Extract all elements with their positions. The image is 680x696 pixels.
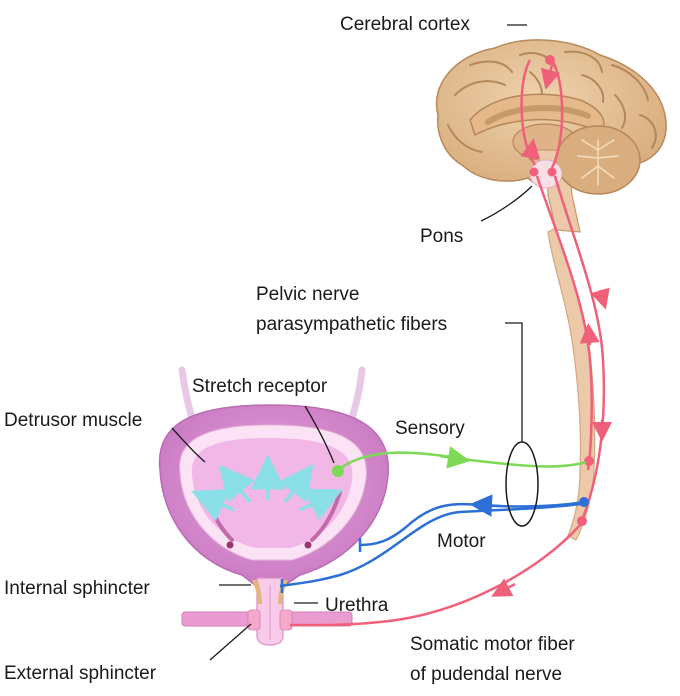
spinal-neuron-sensory bbox=[584, 456, 594, 466]
label-internal-sphincter: Internal sphincter bbox=[4, 578, 150, 599]
cortex-neuron bbox=[545, 55, 555, 65]
label-pelvic-nerve-1: Pelvic nerve bbox=[256, 284, 360, 305]
ureter-left bbox=[178, 366, 196, 422]
bladder bbox=[158, 366, 389, 586]
label-stretch-receptor: Stretch receptor bbox=[192, 376, 328, 397]
label-detrusor-muscle: Detrusor muscle bbox=[4, 410, 142, 431]
label-pons: Pons bbox=[420, 226, 463, 247]
label-motor: Motor bbox=[437, 531, 486, 552]
leader-lines bbox=[171, 24, 533, 661]
stretch-receptor-node bbox=[332, 465, 344, 477]
cortical-pathway bbox=[520, 59, 564, 169]
label-external-sphincter: External sphincter bbox=[4, 663, 157, 684]
motor-fiber bbox=[279, 494, 585, 593]
label-cerebral-cortex: Cerebral cortex bbox=[340, 14, 470, 35]
spinal-neuron-somatic bbox=[577, 516, 587, 526]
label-pelvic-nerve-2: parasympathetic fibers bbox=[256, 314, 447, 335]
pons-neuron-1 bbox=[529, 167, 539, 177]
pons-neuron-2 bbox=[547, 167, 557, 177]
cerebellum bbox=[555, 125, 641, 195]
pelvic-nerve-bundle bbox=[505, 441, 539, 527]
urethra-structure bbox=[181, 577, 353, 646]
label-sensory: Sensory bbox=[395, 418, 465, 439]
sensory-fiber bbox=[337, 446, 587, 471]
ureter-right bbox=[348, 366, 366, 422]
somatic-fiber bbox=[289, 524, 581, 627]
stretch-arrows bbox=[191, 454, 343, 522]
spinal-tracts bbox=[535, 175, 612, 521]
external-sphincter bbox=[247, 609, 261, 631]
label-somatic-2: of pudendal nerve bbox=[410, 664, 562, 685]
internal-sphincter bbox=[252, 580, 262, 604]
brain bbox=[435, 39, 667, 233]
label-somatic-1: Somatic motor fiber bbox=[410, 634, 575, 655]
motor-neuron-node bbox=[579, 497, 589, 507]
label-urethra: Urethra bbox=[325, 595, 389, 616]
